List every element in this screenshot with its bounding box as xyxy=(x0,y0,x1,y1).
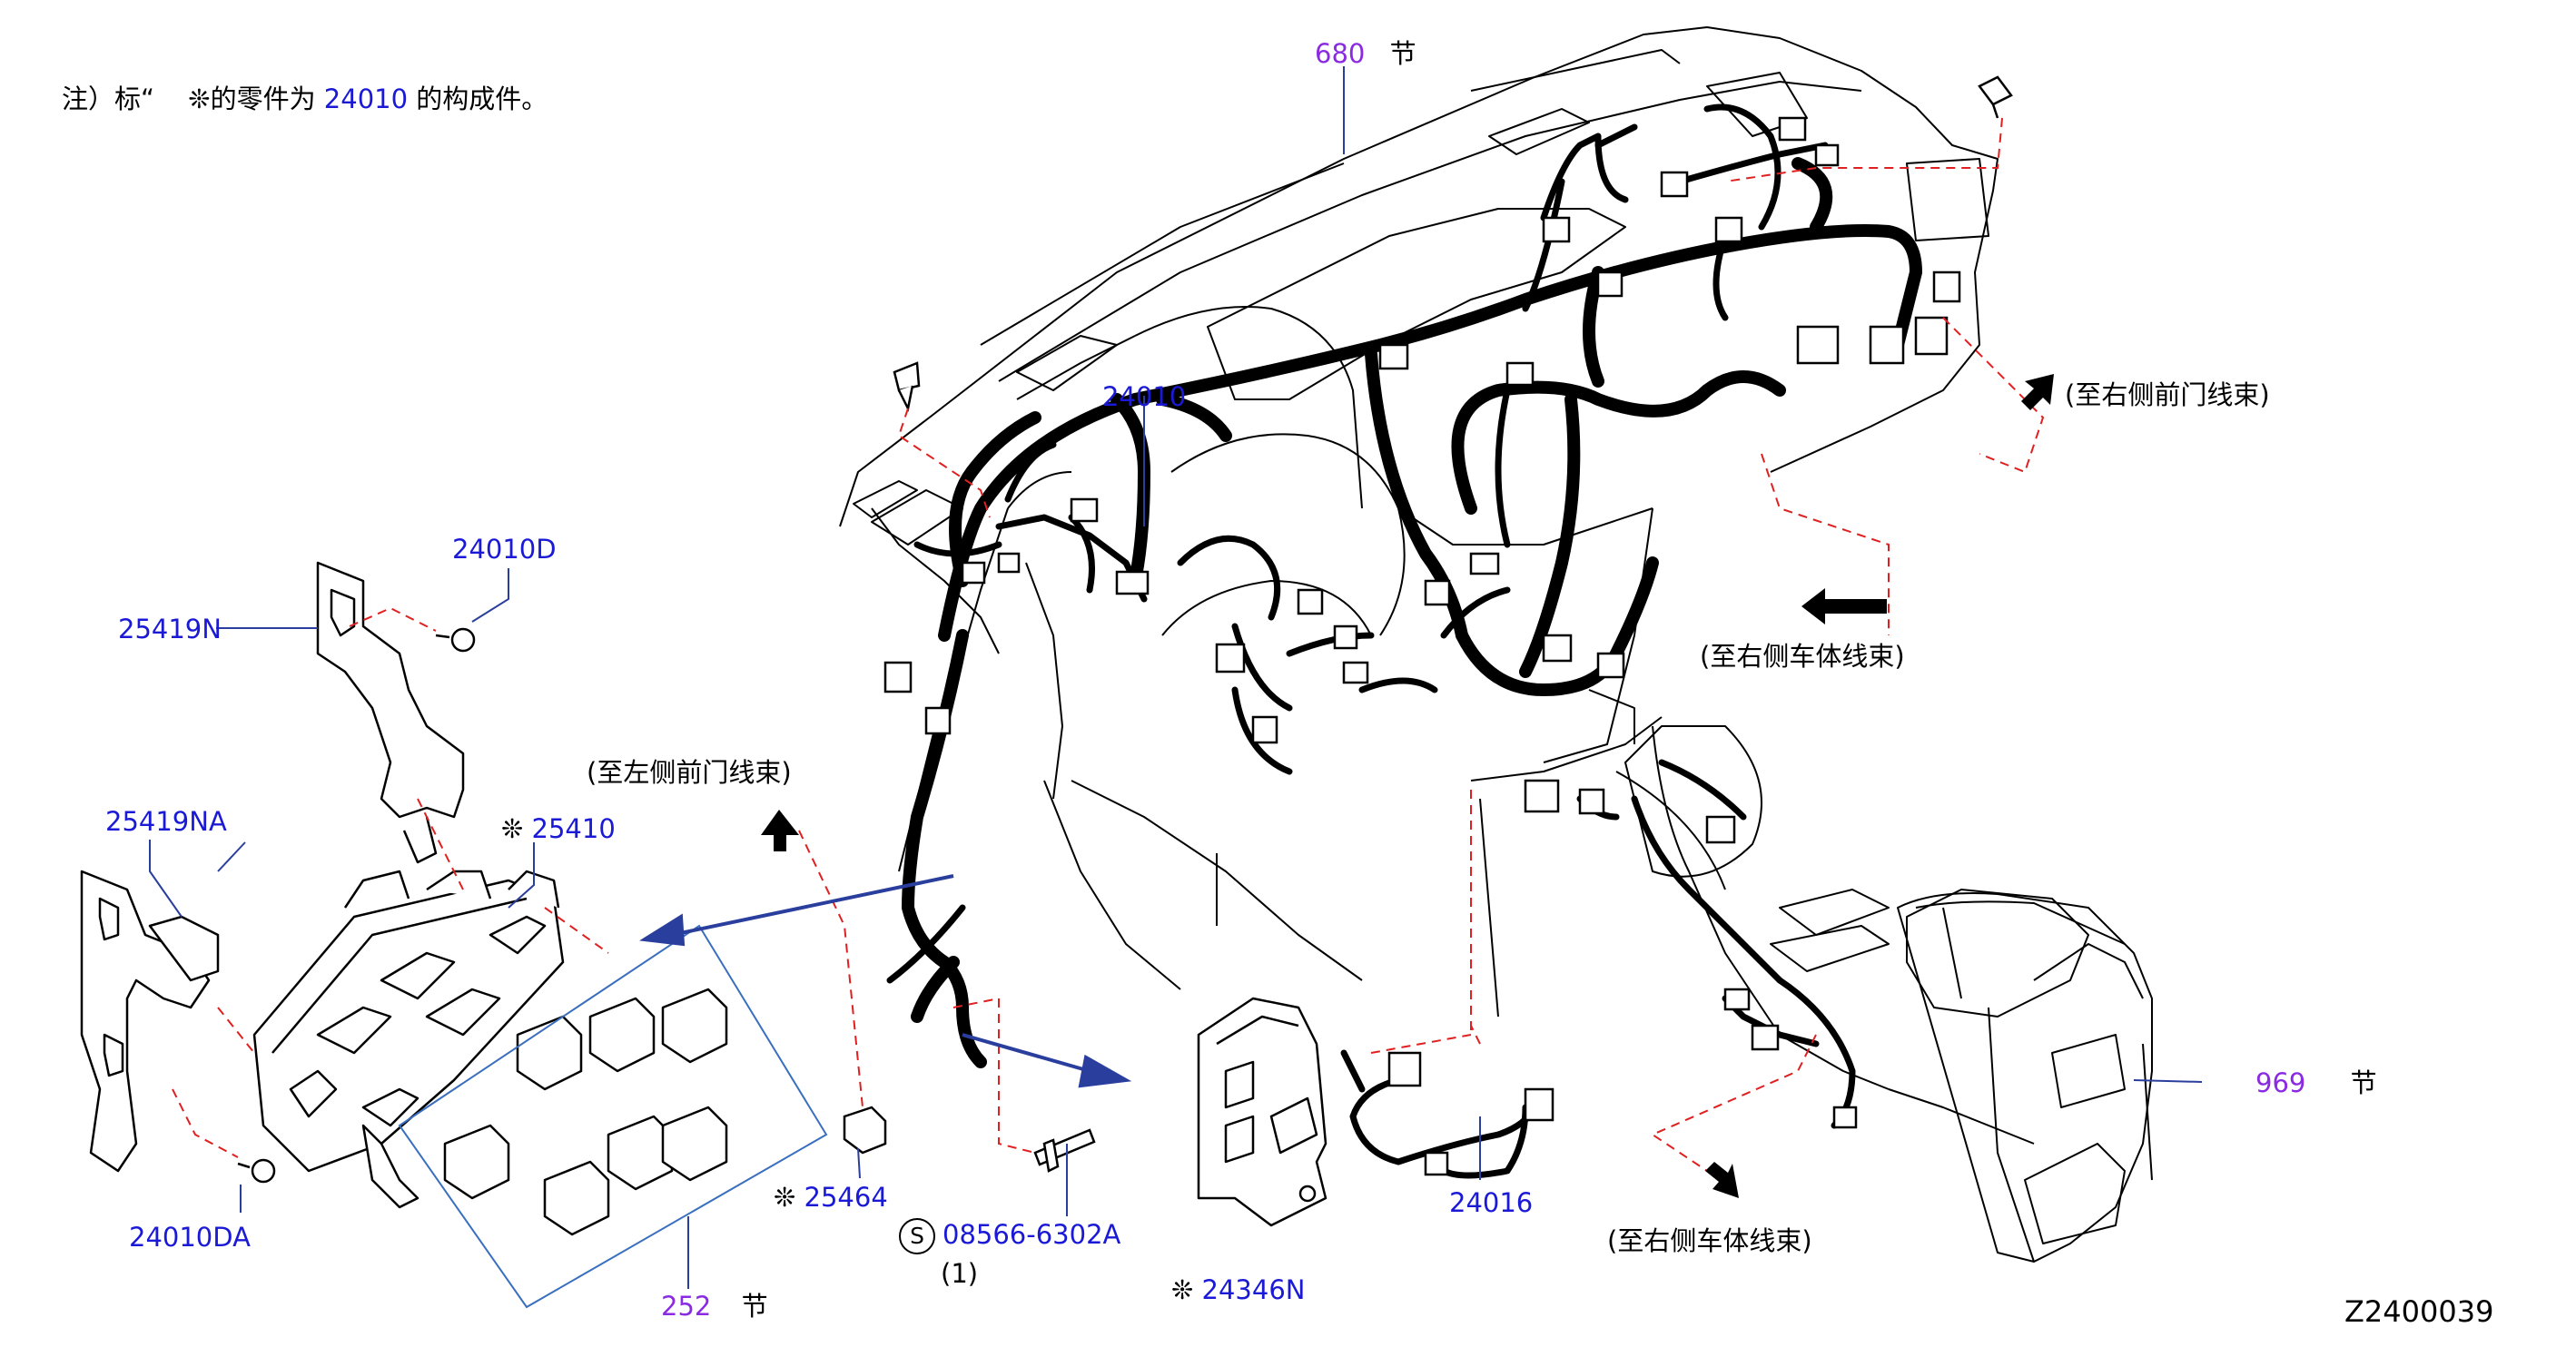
bracket-24346n xyxy=(1197,997,1327,1227)
relay-group-frame xyxy=(398,924,828,1309)
section-ref-680: 680 节 xyxy=(1315,38,1416,69)
connectors xyxy=(883,116,1961,1176)
callout-25419na: 25419NA xyxy=(105,806,227,837)
section-number: 680 xyxy=(1315,38,1366,69)
direction-right-body-harness-1: (至右侧车体线束) xyxy=(1700,641,1905,672)
section-word: 节 xyxy=(741,1291,768,1322)
blue-arrow-left xyxy=(639,874,954,947)
direction-right-front-door: (至右侧前门线束) xyxy=(2065,379,2270,410)
bolt-top-right xyxy=(1978,75,2013,119)
dashboard-outline xyxy=(839,26,2153,1263)
direction-left-front-door: (至左侧前门线束) xyxy=(587,757,792,788)
section-word: 节 xyxy=(2350,1067,2377,1098)
branch-wires xyxy=(886,103,1856,1179)
asterisk-symbol: ❊ xyxy=(774,1182,796,1213)
callout-24010da: 24010DA xyxy=(129,1222,251,1253)
footnote-suffix: 的构成件。 xyxy=(416,84,548,114)
footnote-middle: 的零件为 xyxy=(210,84,316,114)
quantity-label: (1) xyxy=(941,1258,979,1289)
part-number: 24346N xyxy=(1201,1274,1306,1305)
bolt-24010d xyxy=(435,627,476,653)
callout-25410: ❊ 25410 xyxy=(501,813,616,844)
direction-right-body-harness-2: (至右侧车体线束) xyxy=(1607,1225,1812,1256)
black-arrow-right-body-1 xyxy=(1801,588,1887,624)
bolt-top-left xyxy=(893,361,921,412)
callout-25464: ❊ 25464 xyxy=(774,1182,888,1213)
leader-lines xyxy=(149,66,2203,1289)
callout-24010: 24010 xyxy=(1102,381,1187,412)
bracket-25419n xyxy=(316,561,465,864)
section-ref-969: 969 节 xyxy=(2255,1067,2377,1098)
blue-arrow-right xyxy=(962,1033,1132,1088)
section-number: 252 xyxy=(661,1291,712,1322)
dashed-install-lines xyxy=(172,117,2045,1172)
stud-bolt-08566 xyxy=(1033,1128,1096,1173)
black-arrow-up-left-door xyxy=(761,810,799,851)
callout-24346n: ❊ 24346N xyxy=(1171,1274,1305,1305)
part-number: 25464 xyxy=(804,1182,888,1213)
callout-25419n: 25419N xyxy=(118,614,222,644)
fuse-block-25410 xyxy=(252,870,565,1209)
callout-24016: 24016 xyxy=(1449,1187,1534,1218)
footnote-part-number: 24010 xyxy=(323,84,409,114)
asterisk-symbol: ❊ xyxy=(1171,1274,1194,1305)
callout-24010d: 24010D xyxy=(452,534,557,565)
asterisk-symbol: ❊ xyxy=(501,813,524,844)
bolt-24010da xyxy=(237,1158,276,1184)
asterisk-symbol: ❊ xyxy=(188,84,211,114)
part-number: 25410 xyxy=(531,813,616,844)
black-arrow-right-front-door xyxy=(2021,374,2054,410)
s-standard-part-icon: S xyxy=(899,1218,935,1254)
footnote: 注）标“ ❊的零件为 24010 的构成件。 xyxy=(62,84,548,114)
section-ref-252: 252 节 xyxy=(661,1291,768,1322)
section-number: 969 xyxy=(2255,1067,2306,1098)
diagram-id: Z2400039 xyxy=(2344,1294,2494,1329)
relay-25464 xyxy=(843,1106,887,1155)
callout-08566-6302a: S 08566-6302A xyxy=(899,1218,1120,1254)
bracket-25419na xyxy=(80,870,220,1173)
section-word: 节 xyxy=(1389,38,1416,69)
part-number: 08566-6302A xyxy=(943,1219,1121,1250)
black-arrow-right-body-2 xyxy=(1705,1162,1739,1198)
footnote-prefix: 注）标“ xyxy=(62,84,155,114)
